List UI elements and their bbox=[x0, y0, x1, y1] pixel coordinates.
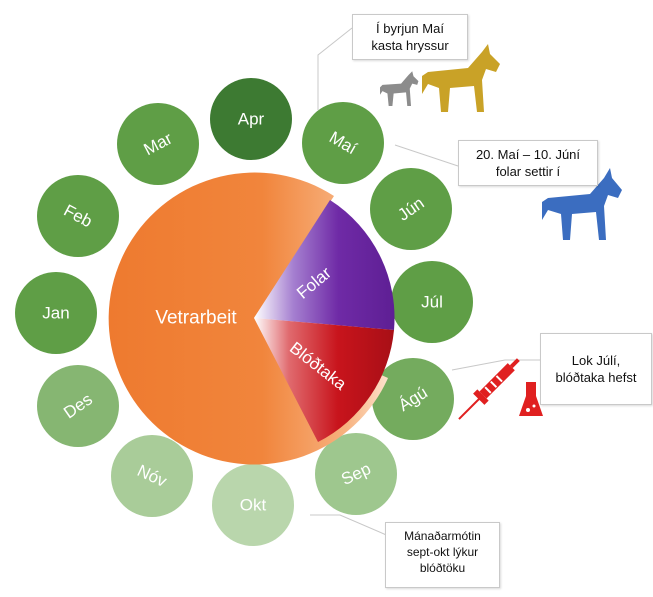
month-des: Des bbox=[37, 365, 119, 447]
month-circle-agu bbox=[372, 358, 454, 440]
pie-slice-folar bbox=[254, 200, 395, 330]
month-agu: Ágú bbox=[372, 358, 454, 440]
month-jul: Júl bbox=[391, 261, 473, 343]
note-jul: Lok Júlí, blóðtaka hefst bbox=[540, 333, 652, 405]
syringe-icon bbox=[458, 358, 520, 420]
connector-jul bbox=[451, 359, 540, 371]
note-jun: 20. Maí – 10. Júní folar settir í bbox=[458, 140, 598, 186]
month-apr: Apr bbox=[210, 78, 292, 160]
month-okt: Okt bbox=[212, 464, 294, 546]
note-mai: Í byrjun Maí kasta hryssur bbox=[352, 14, 468, 60]
flask-icon bbox=[519, 382, 543, 416]
month-mar: Mar bbox=[117, 103, 199, 185]
grey-horse-icon bbox=[380, 71, 419, 106]
month-mai: Maí bbox=[302, 102, 384, 184]
month-label-jul: Júl bbox=[421, 293, 443, 312]
callout-connectors bbox=[310, 27, 540, 541]
month-nov: Nóv bbox=[111, 435, 193, 517]
month-sep: Sep bbox=[315, 433, 397, 515]
month-jan: Jan bbox=[15, 272, 97, 354]
central-pie: Vetrarbeit Folar Blóðtaka bbox=[108, 172, 395, 465]
month-circle-feb bbox=[37, 175, 119, 257]
month-circle-sep bbox=[315, 433, 397, 515]
connector-okt bbox=[310, 514, 399, 541]
month-circle-jul bbox=[391, 261, 473, 343]
month-circle-des bbox=[37, 365, 119, 447]
month-circle-nov bbox=[111, 435, 193, 517]
month-circle-mai bbox=[302, 102, 384, 184]
month-jun: Jún bbox=[370, 168, 452, 250]
month-circle-mar bbox=[117, 103, 199, 185]
month-circle-okt bbox=[212, 464, 294, 546]
gold-horse-icon bbox=[422, 44, 500, 112]
month-circle-apr bbox=[210, 78, 292, 160]
connector-mai bbox=[317, 27, 353, 110]
month-label-jan: Jan bbox=[42, 304, 69, 323]
month-circle-jan bbox=[15, 272, 97, 354]
month-label-okt: Okt bbox=[240, 496, 267, 515]
note-okt: Mánaðarmótin sept-okt lýkur blóðtöku bbox=[385, 522, 500, 588]
pie-label-vetrarbeit: Vetrarbeit bbox=[155, 308, 237, 329]
pie-slice-blodtaka bbox=[254, 318, 394, 442]
month-feb: Feb bbox=[37, 175, 119, 257]
month-label-apr: Apr bbox=[238, 110, 265, 129]
month-circle-jun bbox=[370, 168, 452, 250]
connector-jun bbox=[394, 144, 459, 167]
blue-horse-icon bbox=[542, 168, 622, 240]
